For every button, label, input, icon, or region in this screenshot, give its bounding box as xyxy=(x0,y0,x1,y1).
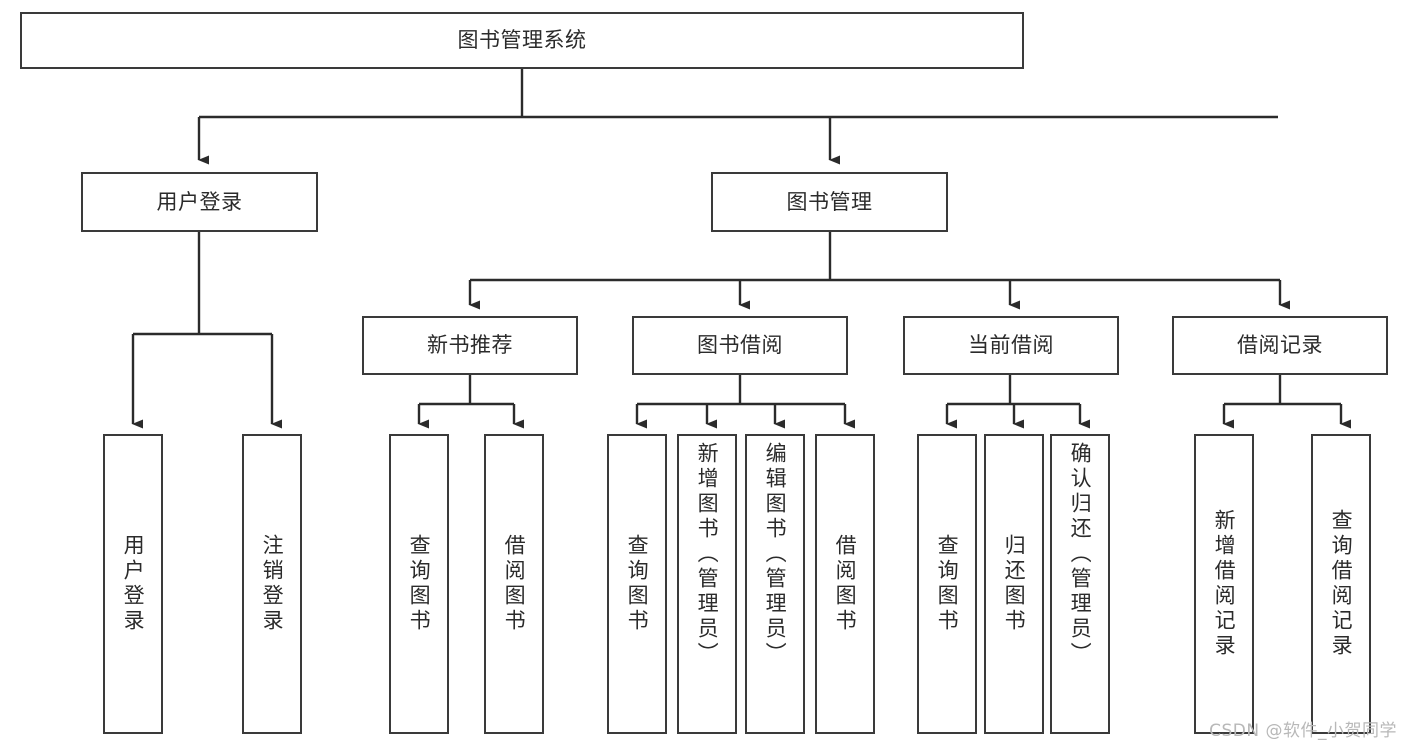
node-label: 确认归还（管理员） xyxy=(1068,442,1093,667)
node-label: 图书管理 xyxy=(786,189,873,214)
node-label: 查询图书 xyxy=(625,534,650,634)
node-label: 借阅图书 xyxy=(833,534,858,634)
leaf-user-login[interactable]: 用户登录 xyxy=(103,434,163,734)
leaf-add-book-admin[interactable]: 新增图书（管理员） xyxy=(677,434,737,734)
leaf-confirm-return-admin[interactable]: 确认归还（管理员） xyxy=(1050,434,1110,734)
node-label: 用户登录 xyxy=(156,189,243,214)
node-label: 借阅记录 xyxy=(1237,333,1323,358)
node-label: 借阅图书 xyxy=(502,534,527,634)
leaf-query-book-newbook[interactable]: 查询图书 xyxy=(389,434,449,734)
node-label: 新增图书（管理员） xyxy=(695,442,720,667)
node-label: 归还图书 xyxy=(1002,534,1027,634)
leaf-query-borrow-record[interactable]: 查询借阅记录 xyxy=(1311,434,1371,734)
node-label: 注销登录 xyxy=(260,534,285,634)
node-label: 查询借阅记录 xyxy=(1329,509,1354,659)
leaf-return-book[interactable]: 归还图书 xyxy=(984,434,1044,734)
leaf-edit-book-admin[interactable]: 编辑图书（管理员） xyxy=(745,434,805,734)
watermark-text: CSDN @软件_小贺同学 xyxy=(1209,721,1397,741)
node-label: 当前借阅 xyxy=(968,333,1054,358)
node-borrow-record[interactable]: 借阅记录 xyxy=(1172,316,1388,375)
node-label: 新书推荐 xyxy=(427,333,513,358)
leaf-logout[interactable]: 注销登录 xyxy=(242,434,302,734)
node-new-book-recommend[interactable]: 新书推荐 xyxy=(362,316,578,375)
node-label: 编辑图书（管理员） xyxy=(763,442,788,667)
leaf-query-book-borrow[interactable]: 查询图书 xyxy=(607,434,667,734)
leaf-add-borrow-record[interactable]: 新增借阅记录 xyxy=(1194,434,1254,734)
node-label: 图书管理系统 xyxy=(457,28,587,53)
leaf-borrow-book-borrow[interactable]: 借阅图书 xyxy=(815,434,875,734)
node-book-management[interactable]: 图书管理 xyxy=(711,172,948,232)
node-root-book-management-system[interactable]: 图书管理系统 xyxy=(20,12,1024,69)
node-user-login[interactable]: 用户登录 xyxy=(81,172,318,232)
node-label: 用户登录 xyxy=(121,534,146,634)
node-label: 查询图书 xyxy=(407,534,432,634)
node-current-borrow[interactable]: 当前借阅 xyxy=(903,316,1119,375)
node-label: 新增借阅记录 xyxy=(1212,509,1237,659)
node-label: 查询图书 xyxy=(935,534,960,634)
node-book-borrow[interactable]: 图书借阅 xyxy=(632,316,848,375)
node-label: 图书借阅 xyxy=(697,333,783,358)
leaf-borrow-book-newbook[interactable]: 借阅图书 xyxy=(484,434,544,734)
leaf-query-book-current[interactable]: 查询图书 xyxy=(917,434,977,734)
